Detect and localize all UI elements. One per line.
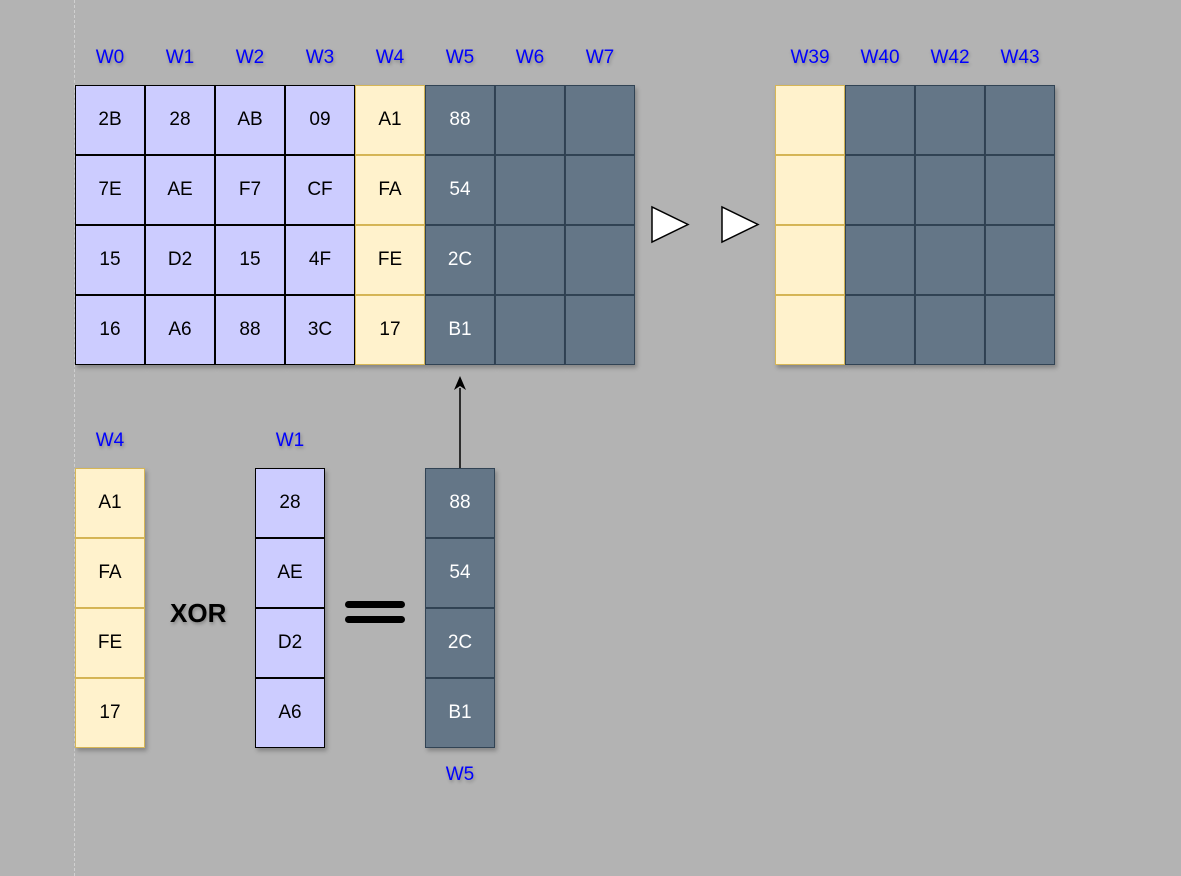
column-header-w42: W42 <box>930 47 970 68</box>
byte-cell <box>845 85 915 155</box>
byte-cell <box>985 85 1055 155</box>
page-guide-line <box>74 0 75 876</box>
column-label-w4: W4 <box>95 430 125 451</box>
column-header-w1: W1 <box>165 47 195 68</box>
byte-cell <box>565 85 635 155</box>
byte-cell: 2C <box>425 225 495 295</box>
byte-cell: A1 <box>75 468 145 538</box>
column-header-w0: W0 <box>95 47 125 68</box>
byte-cell: 17 <box>75 678 145 748</box>
byte-cell <box>775 85 845 155</box>
byte-cell <box>915 85 985 155</box>
column-header-w43: W43 <box>1000 47 1040 68</box>
byte-cell: A1 <box>355 85 425 155</box>
byte-cell <box>775 225 845 295</box>
byte-cell: AE <box>145 155 215 225</box>
continuation-arrow-2-icon <box>721 205 760 244</box>
byte-cell: AB <box>215 85 285 155</box>
byte-cell: 2B <box>75 85 145 155</box>
byte-cell: FE <box>75 608 145 678</box>
byte-cell: AE <box>255 538 325 608</box>
byte-cell <box>915 295 985 365</box>
byte-cell: A6 <box>145 295 215 365</box>
column-header-w5: W5 <box>445 47 475 68</box>
byte-cell <box>915 155 985 225</box>
byte-cell: B1 <box>425 295 495 365</box>
byte-cell: FE <box>355 225 425 295</box>
byte-cell: D2 <box>255 608 325 678</box>
byte-cell <box>565 155 635 225</box>
byte-cell: 7E <box>75 155 145 225</box>
column-header-w3: W3 <box>305 47 335 68</box>
byte-cell: 4F <box>285 225 355 295</box>
column-header-w6: W6 <box>515 47 545 68</box>
byte-cell <box>845 225 915 295</box>
byte-cell: 88 <box>425 85 495 155</box>
column-header-w2: W2 <box>235 47 265 68</box>
column-header-w7: W7 <box>585 47 615 68</box>
byte-cell: FA <box>355 155 425 225</box>
byte-cell <box>495 155 565 225</box>
byte-cell: 28 <box>145 85 215 155</box>
byte-cell: 88 <box>425 468 495 538</box>
byte-cell <box>565 295 635 365</box>
byte-cell: D2 <box>145 225 215 295</box>
byte-cell: 2C <box>425 608 495 678</box>
equals-sign-icon <box>345 601 405 623</box>
byte-cell: 15 <box>215 225 285 295</box>
byte-cell: 88 <box>215 295 285 365</box>
byte-cell: A6 <box>255 678 325 748</box>
column-header-w4: W4 <box>375 47 405 68</box>
byte-cell <box>495 225 565 295</box>
result-arrow-icon <box>454 376 466 468</box>
byte-cell <box>775 295 845 365</box>
column-label-w1: W1 <box>275 430 305 451</box>
byte-cell: 17 <box>355 295 425 365</box>
column-label-w5: W5 <box>445 764 475 785</box>
byte-cell <box>565 225 635 295</box>
byte-cell: 54 <box>425 538 495 608</box>
byte-cell: B1 <box>425 678 495 748</box>
byte-cell: F7 <box>215 155 285 225</box>
column-header-w40: W40 <box>860 47 900 68</box>
byte-cell <box>985 295 1055 365</box>
byte-cell: 54 <box>425 155 495 225</box>
byte-cell <box>845 155 915 225</box>
byte-cell <box>915 225 985 295</box>
byte-cell: FA <box>75 538 145 608</box>
xor-operator: XOR <box>170 598 227 628</box>
byte-cell: CF <box>285 155 355 225</box>
column-header-w39: W39 <box>790 47 830 68</box>
byte-cell <box>985 155 1055 225</box>
byte-cell: 28 <box>255 468 325 538</box>
byte-cell: 16 <box>75 295 145 365</box>
byte-cell <box>495 85 565 155</box>
byte-cell <box>845 295 915 365</box>
byte-cell: 09 <box>285 85 355 155</box>
byte-cell <box>495 295 565 365</box>
byte-cell: 15 <box>75 225 145 295</box>
continuation-arrow-1-icon <box>651 205 690 244</box>
byte-cell <box>775 155 845 225</box>
byte-cell: 3C <box>285 295 355 365</box>
byte-cell <box>985 225 1055 295</box>
